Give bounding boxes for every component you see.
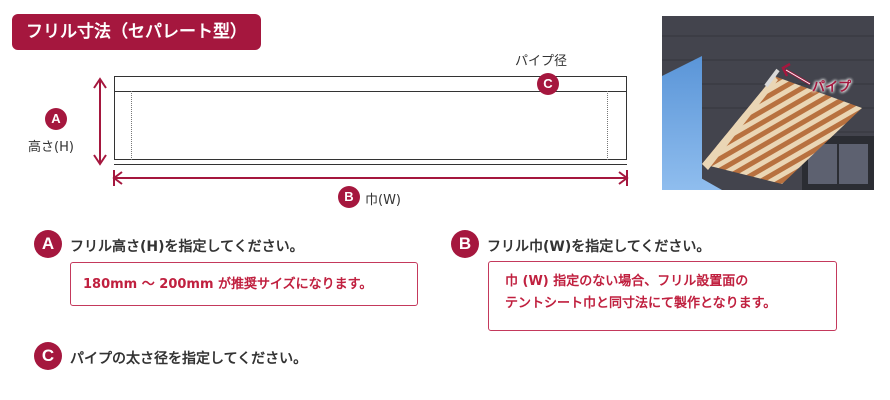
dotted-guide-right [607, 91, 608, 160]
section-b-badge: B [451, 230, 479, 258]
section-c-badge: C [34, 342, 62, 370]
section-b-note-line-1: 巾 (W) 指定のない場合、フリル設置面の [505, 274, 749, 289]
dotted-guide-left [131, 91, 132, 160]
section-b-note-line-2: テントシート巾と同寸法にて製作となります。 [505, 296, 777, 311]
pipe-line [114, 91, 627, 92]
section-a-badge: A [34, 230, 62, 258]
badge-b: B [338, 186, 360, 208]
section-c-heading: パイプの太さ径を指定してください。 [70, 351, 308, 367]
badge-a: A [45, 108, 67, 130]
width-label: 巾(W) [365, 193, 401, 208]
pipe-callout-label: パイプ [812, 80, 852, 95]
awning-photo: パイプ [662, 16, 874, 190]
section-b-heading: フリル巾(W)を指定してください。 [487, 239, 711, 255]
section-b-note-box: 巾 (W) 指定のない場合、フリル設置面の テントシート巾と同寸法にて製作となり… [488, 261, 837, 331]
bottom-line [114, 164, 627, 165]
height-label: 高さ(H) [28, 140, 74, 155]
section-a-note-box: 180mm 〜 200mm が推奨サイズになります。 [70, 262, 418, 306]
badge-c: C [537, 73, 559, 95]
awning-photo-illustration [662, 16, 874, 190]
pipe-diameter-label: パイプ径 [515, 54, 568, 69]
section-a-note: 180mm 〜 200mm が推奨サイズになります。 [83, 277, 373, 292]
section-a-heading: フリル高さ(H)を指定してください。 [70, 239, 304, 255]
page-title: フリル寸法（セパレート型） [12, 14, 261, 50]
